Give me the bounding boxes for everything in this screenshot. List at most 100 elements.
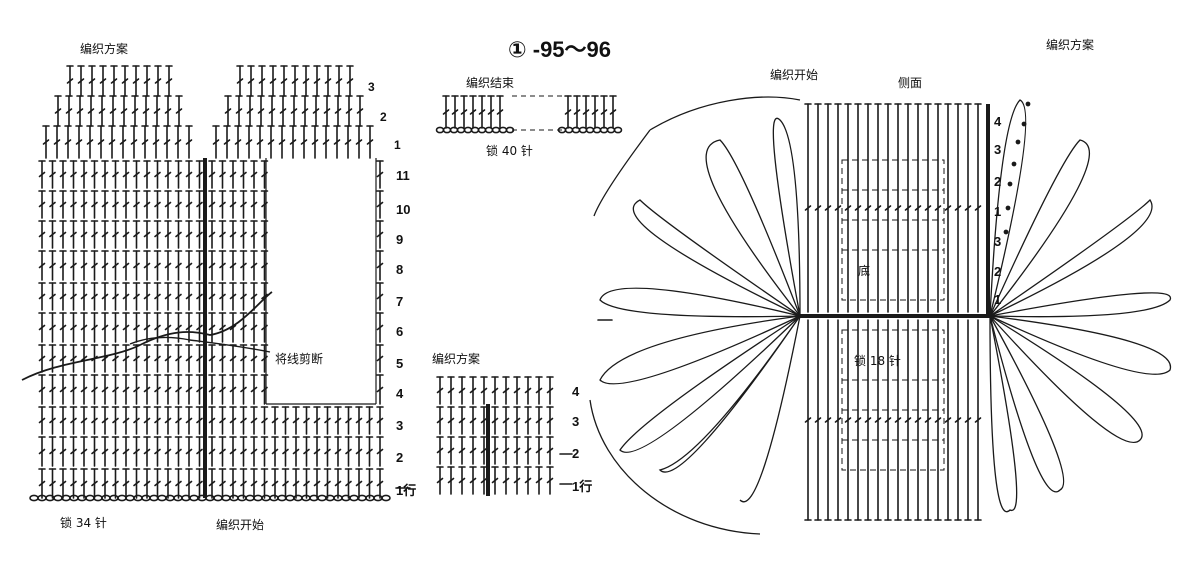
row-number: 7 <box>396 294 404 309</box>
stitch-cross-bar <box>175 480 182 487</box>
stitch-cross-bar <box>436 477 444 484</box>
stitch-cross-bar <box>70 262 77 269</box>
stitch-cross-bar <box>154 480 161 487</box>
chain-stitch <box>189 494 199 502</box>
chain-stitch <box>585 126 595 134</box>
stitch-cross-bar <box>80 171 88 178</box>
stitch-cross-bar <box>154 262 161 269</box>
chain-stitch <box>571 126 581 134</box>
stitch-cross-bar <box>229 201 237 208</box>
row-number: 11 <box>396 168 410 183</box>
stitch-cross-bar <box>442 109 450 115</box>
stitch-cross-bar <box>154 417 161 424</box>
stitch-cross-bar <box>804 205 812 211</box>
chain-stitch <box>463 126 473 134</box>
chain-stitch <box>261 494 271 502</box>
stitch-cross-bar <box>101 171 109 178</box>
stitch-cross-bar <box>49 231 56 238</box>
stitch-cross-bar <box>219 417 226 424</box>
stitch-cross-bar <box>447 477 455 484</box>
chain-stitch <box>564 126 574 134</box>
petal-outline <box>989 292 1172 318</box>
stitch-cross-bar <box>469 417 477 424</box>
stitch-cross-bar <box>355 448 363 455</box>
petal-outline <box>989 315 1143 444</box>
stitch-cross-bar <box>143 262 151 269</box>
stitch-cross-bar <box>491 447 499 454</box>
stitch-cross-bar <box>458 417 466 424</box>
stitch-cross-bar <box>59 201 67 208</box>
stitch-cross-bar <box>175 262 182 269</box>
dot-marker <box>1025 101 1031 107</box>
stitch-cross-bar <box>376 386 384 393</box>
stitch-cross-bar <box>324 78 332 84</box>
stitch-cross-bar <box>164 201 172 208</box>
stitch-cross-bar <box>119 139 127 145</box>
stitch-cross-bar <box>185 171 193 178</box>
chain-stitch <box>157 494 167 502</box>
stitch-cross-bar <box>261 417 268 424</box>
stitch-cross-bar <box>854 205 862 211</box>
stitch-cross-bar <box>311 139 319 145</box>
stitch-cross-bar <box>38 480 46 487</box>
stitch-cross-bar <box>49 355 56 362</box>
stitch-cross-bar <box>80 386 88 393</box>
side-number: 4 <box>994 114 1002 129</box>
stitch-cross-bar <box>334 108 342 114</box>
petal-outline <box>989 198 1153 317</box>
stitch-cross-bar <box>49 293 56 300</box>
stitch-cross-bar <box>219 171 226 178</box>
stitch-cross-bar <box>185 386 193 393</box>
stitch-cross-bar <box>131 108 139 114</box>
dot-marker <box>1007 181 1013 187</box>
stitch-cross-bar <box>143 201 151 208</box>
stitch-cross-bar <box>814 417 822 423</box>
stitch-cross-bar <box>175 231 182 238</box>
stitch-cross-bar <box>163 139 171 145</box>
stitch-cross-bar <box>122 448 130 455</box>
chain-stitch <box>141 494 151 502</box>
stitch-cross-bar <box>944 417 952 423</box>
stitch-cross-bar <box>234 139 242 145</box>
stitch-cross-bar <box>122 171 130 178</box>
side-number: 2 <box>994 174 1002 189</box>
stitch-cross-bar <box>80 231 88 238</box>
stitch-cross-bar <box>219 293 226 300</box>
chain-stitch <box>245 494 255 502</box>
stitch-cross-bar <box>313 480 321 487</box>
stitch-cross-bar <box>322 139 330 145</box>
strap-dashed-line <box>512 95 562 131</box>
stitch-cross-bar <box>460 109 468 115</box>
stitch-cross-bar <box>954 417 962 423</box>
stitch-cross-bar <box>185 417 193 424</box>
stitch-cross-bar <box>267 139 275 145</box>
stitch-cross-bar <box>436 417 444 424</box>
stitch-cross-bar <box>91 448 98 455</box>
stitch-cross-bar <box>376 262 384 269</box>
stitch-cross-bar <box>366 448 373 455</box>
stitch-cross-bar <box>120 108 128 114</box>
right-start-label: 编织开始 <box>770 68 819 82</box>
stitch-cross-bar <box>112 480 119 487</box>
stitch-cross-bar <box>974 205 982 211</box>
stitch-cross-bar <box>954 205 962 211</box>
stitch-cross-bar <box>91 417 98 424</box>
stitch-cross-bar <box>355 139 363 145</box>
stitch-cross-bar <box>154 293 161 300</box>
stitch-cross-bar <box>208 324 216 331</box>
stitch-cross-bar <box>88 78 96 84</box>
stitch-cross-bar <box>101 386 109 393</box>
stitch-cross-bar <box>282 417 289 424</box>
small-row-number: 2 <box>572 446 580 461</box>
stitch-cross-bar <box>208 201 216 208</box>
stitch-cross-bar <box>245 139 253 145</box>
stitch-cross-bar <box>964 417 972 423</box>
chain-stitch <box>229 494 239 502</box>
stitch-cross-bar <box>250 324 258 331</box>
stitch-cross-bar <box>844 205 852 211</box>
stitch-cross-bar <box>250 355 258 362</box>
stitch-cross-bar <box>491 387 499 394</box>
stitch-cross-bar <box>196 293 203 300</box>
stitch-cross-bar <box>344 139 352 145</box>
stitch-cross-bar <box>240 417 247 424</box>
